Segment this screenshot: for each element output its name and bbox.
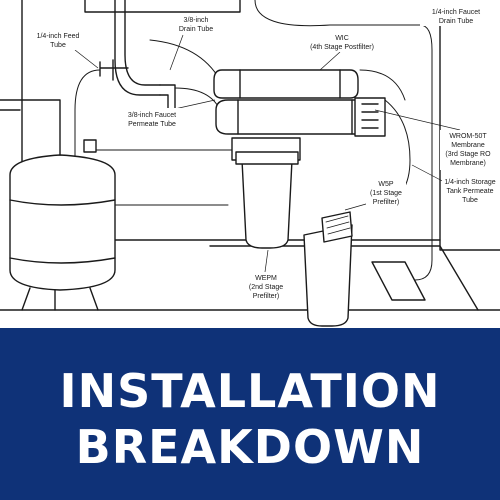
- label-faucet-drain-2: Drain Tube: [439, 18, 473, 25]
- tank-legs: [21, 287, 99, 311]
- label-storage-3: Tube: [462, 197, 478, 204]
- label-faucet-permeate-1: 3/8-inch Faucet: [128, 112, 176, 119]
- label-wic-2: (4th Stage Postfilter): [310, 44, 374, 51]
- label-wrom-3: (3rd Stage RO: [445, 151, 491, 158]
- floor-slot: [371, 261, 426, 301]
- label-faucet-drain-1: 1/4-inch Faucet: [432, 9, 480, 16]
- housing-ends: [237, 69, 353, 135]
- label-wepm-2: (2nd Stage: [249, 284, 283, 291]
- tank-valve: [83, 139, 97, 153]
- label-drain-tube-1: 3/8-inch: [184, 17, 209, 24]
- tank-seam: [9, 199, 116, 264]
- pointer-wic: [319, 51, 341, 71]
- sink-drain-pipe: [114, 0, 161, 96]
- banner-title-line-1: INSTALLATION: [59, 364, 441, 418]
- wepm-housing: [241, 159, 293, 249]
- postfilter-housing: [213, 69, 359, 99]
- feed-valve: [99, 59, 129, 81]
- w5p-cartridge: [321, 211, 353, 243]
- w5p-housing: [303, 224, 353, 327]
- label-w5p-3: Prefilter): [373, 199, 399, 206]
- label-faucet-permeate-2: Permeate Tube: [128, 121, 176, 128]
- membrane-detail: [361, 103, 379, 129]
- label-wrom-4: Membrane): [450, 160, 486, 167]
- membrane-end-cap: [354, 97, 386, 137]
- tank-body: [9, 154, 116, 291]
- pointer-wrom: [374, 109, 461, 131]
- label-wic-1: WIC: [335, 35, 349, 42]
- pointer-drain: [169, 34, 184, 71]
- pointer-feed: [74, 49, 99, 69]
- label-wrom-2: Membrane: [451, 142, 485, 149]
- cabinet-top-shelf: [84, 0, 241, 13]
- label-storage-2: Tank Permeate: [446, 188, 493, 195]
- label-w5p-2: (1st Stage: [370, 190, 402, 197]
- label-feed-tube-2: Tube: [50, 42, 66, 49]
- membrane-housing: [215, 99, 373, 135]
- label-w5p-1: W5P: [378, 181, 394, 188]
- w5p-cartridge-texture: [325, 215, 351, 235]
- label-wrom-1: WROM-50T: [449, 133, 487, 140]
- title-banner: INSTALLATION BREAKDOWN: [0, 328, 500, 500]
- label-wepm-1: WEPM: [255, 275, 277, 282]
- pointer-wepm: [264, 249, 269, 273]
- label-feed-tube-1: 1/4-inch Feed: [37, 33, 80, 40]
- label-drain-tube-2: Drain Tube: [179, 26, 213, 33]
- faucet-drain-tube: [254, 0, 433, 281]
- label-storage-1: 1/4-inch Storage: [444, 179, 495, 186]
- banner-title-line-2: BREAKDOWN: [75, 420, 425, 474]
- label-wepm-3: Prefilter): [253, 293, 279, 300]
- storage-tube-2: [359, 69, 406, 101]
- cabinet-right-wall: [439, 7, 500, 251]
- sink-drain-pipe-2: [124, 0, 161, 86]
- permeate-tube: [149, 39, 221, 81]
- floor-plate: [209, 245, 479, 311]
- installation-diagram: 1/4-inch Faucet Drain Tube 3/8-inch Drai…: [0, 0, 500, 327]
- wepm-cap: [235, 151, 299, 165]
